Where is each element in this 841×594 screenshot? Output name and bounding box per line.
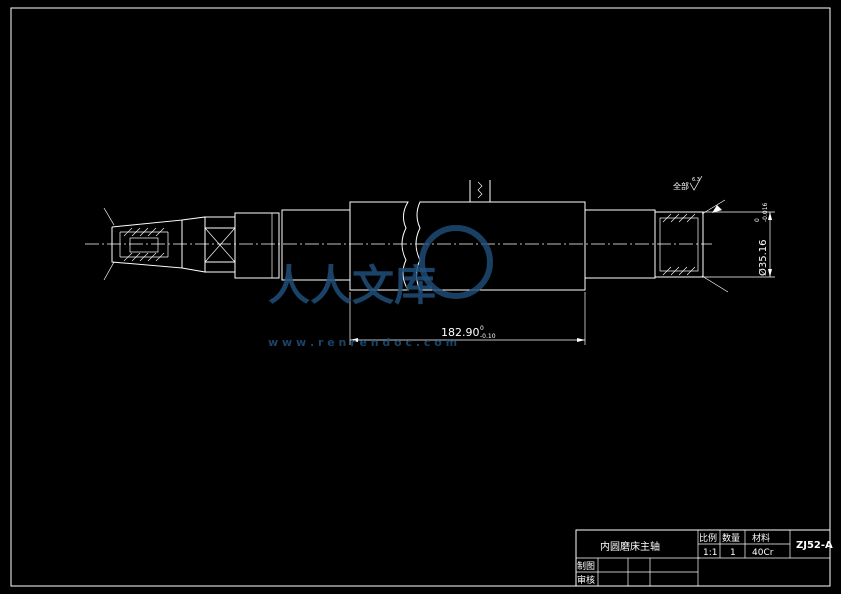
surface-finish-symbol xyxy=(689,175,703,191)
qty-value: 1 xyxy=(730,548,736,558)
watermark-url: w w w . r e n r e n d o c . c o m xyxy=(268,336,457,349)
shaft-outline xyxy=(111,180,704,291)
leader-lines xyxy=(103,199,729,293)
scale-value: 1:1 xyxy=(703,548,717,558)
material-label: 材料 xyxy=(752,532,770,544)
length-dim-text: 182.90 xyxy=(441,326,480,339)
left-bore-hatch xyxy=(123,227,165,262)
part-name: 内圆磨床主轴 xyxy=(600,540,660,553)
right-bore-hatch xyxy=(662,213,696,276)
checked-label: 审核 xyxy=(577,574,595,586)
qty-label: 数量 xyxy=(722,532,740,544)
title-block-frame xyxy=(575,529,831,587)
material-value: 40Cr xyxy=(752,548,774,558)
drawing-frame xyxy=(10,7,831,587)
length-dimension xyxy=(349,292,586,345)
length-tol-upper: 0 xyxy=(480,325,484,332)
surface-finish-note: 全部 xyxy=(673,181,689,191)
scale-label: 比例 xyxy=(699,532,717,544)
watermark: 人人文库 w w w . r e n r e n d o c . c o m xyxy=(268,225,493,349)
diameter-dimension xyxy=(703,211,775,278)
drawn-label: 制图 xyxy=(577,560,595,572)
diameter-tol-lower: -0.016 xyxy=(762,202,769,222)
drawing-number: ZJ52-A xyxy=(796,540,833,551)
length-tol-lower: -0.10 xyxy=(480,333,496,340)
watermark-brand: 人人文库 xyxy=(268,261,436,310)
surface-finish-value: 6.3 xyxy=(692,177,700,183)
diameter-dim-text: Ø35.16 xyxy=(757,240,769,277)
diameter-tol-upper: 0 xyxy=(754,218,761,222)
